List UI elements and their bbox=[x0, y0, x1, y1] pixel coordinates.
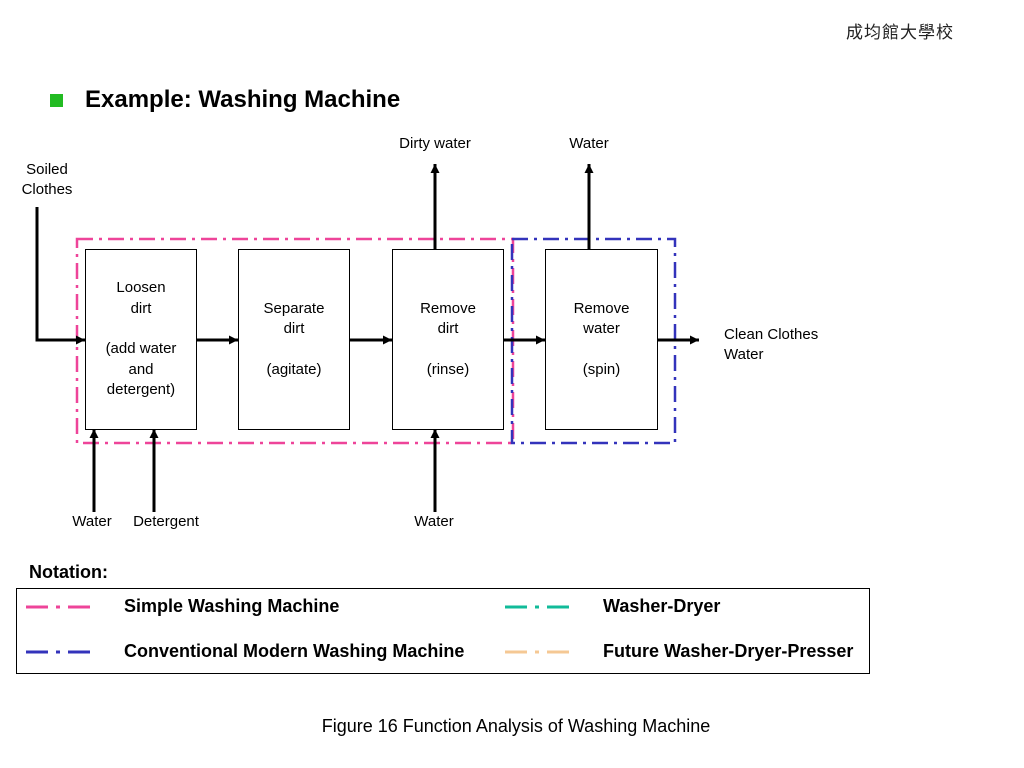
function-detail: (agitate) bbox=[266, 360, 322, 378]
water-input-label-1: Water bbox=[72, 513, 112, 530]
legend-item-washer-dryer: Washer-Dryer bbox=[503, 596, 720, 617]
function-box-separate-dirt: Separate dirt (agitate) bbox=[238, 249, 350, 430]
function-name: Remove dirt bbox=[420, 299, 476, 338]
notation-legend: Simple Washing Machine Washer-Dryer Conv… bbox=[16, 588, 870, 674]
function-name: Loosen dirt bbox=[116, 279, 166, 317]
function-detail: (add water and detergent) bbox=[105, 340, 177, 399]
function-detail: (rinse) bbox=[426, 360, 470, 378]
square-bullet-icon bbox=[50, 93, 63, 107]
legend-item-conventional: Conventional Modern Washing Machine bbox=[24, 641, 464, 662]
function-box-remove-dirt: Remove dirt (rinse) bbox=[392, 249, 504, 430]
dirty-water-label: Dirty water bbox=[399, 135, 471, 152]
function-name: Separate dirt bbox=[263, 299, 325, 338]
notation-heading: Notation: bbox=[29, 562, 108, 582]
dash-dot-line-icon bbox=[505, 605, 571, 608]
detergent-input-label: Detergent bbox=[133, 513, 199, 530]
function-name: Remove water bbox=[573, 299, 630, 338]
figure-caption: Figure 16 Function Analysis of Washing M… bbox=[321, 716, 711, 736]
legend-label: Future Washer-Dryer-Presser bbox=[603, 641, 854, 661]
legend-label: Simple Washing Machine bbox=[124, 596, 340, 616]
university-logo: 成均館大學校 bbox=[846, 23, 954, 43]
legend-item-future: Future Washer-Dryer-Presser bbox=[503, 641, 853, 662]
dash-dot-line-icon bbox=[26, 605, 92, 608]
legend-label: Conventional Modern Washing Machine bbox=[124, 641, 465, 661]
slide-title-row: Example: Washing Machine bbox=[50, 86, 400, 114]
soiled-clothes-arrow bbox=[35, 207, 85, 345]
soiled-clothes-label: Soiled Clothes bbox=[21, 161, 73, 198]
clean-clothes-label: Clean Clothes Water bbox=[724, 326, 819, 363]
dash-dot-line-icon bbox=[26, 650, 92, 653]
function-box-loosen-dirt: Loosen dirt (add water and detergent) bbox=[85, 249, 197, 430]
legend-label: Washer-Dryer bbox=[603, 596, 721, 616]
slide-title: Example: Washing Machine bbox=[85, 86, 401, 113]
water-input-label-3: Water bbox=[414, 513, 454, 530]
function-detail: (spin) bbox=[582, 360, 621, 378]
water-output-label: Water bbox=[569, 135, 609, 152]
legend-item-simple: Simple Washing Machine bbox=[24, 596, 339, 617]
function-box-remove-water: Remove water (spin) bbox=[545, 249, 658, 430]
dash-dot-line-icon bbox=[505, 650, 571, 653]
